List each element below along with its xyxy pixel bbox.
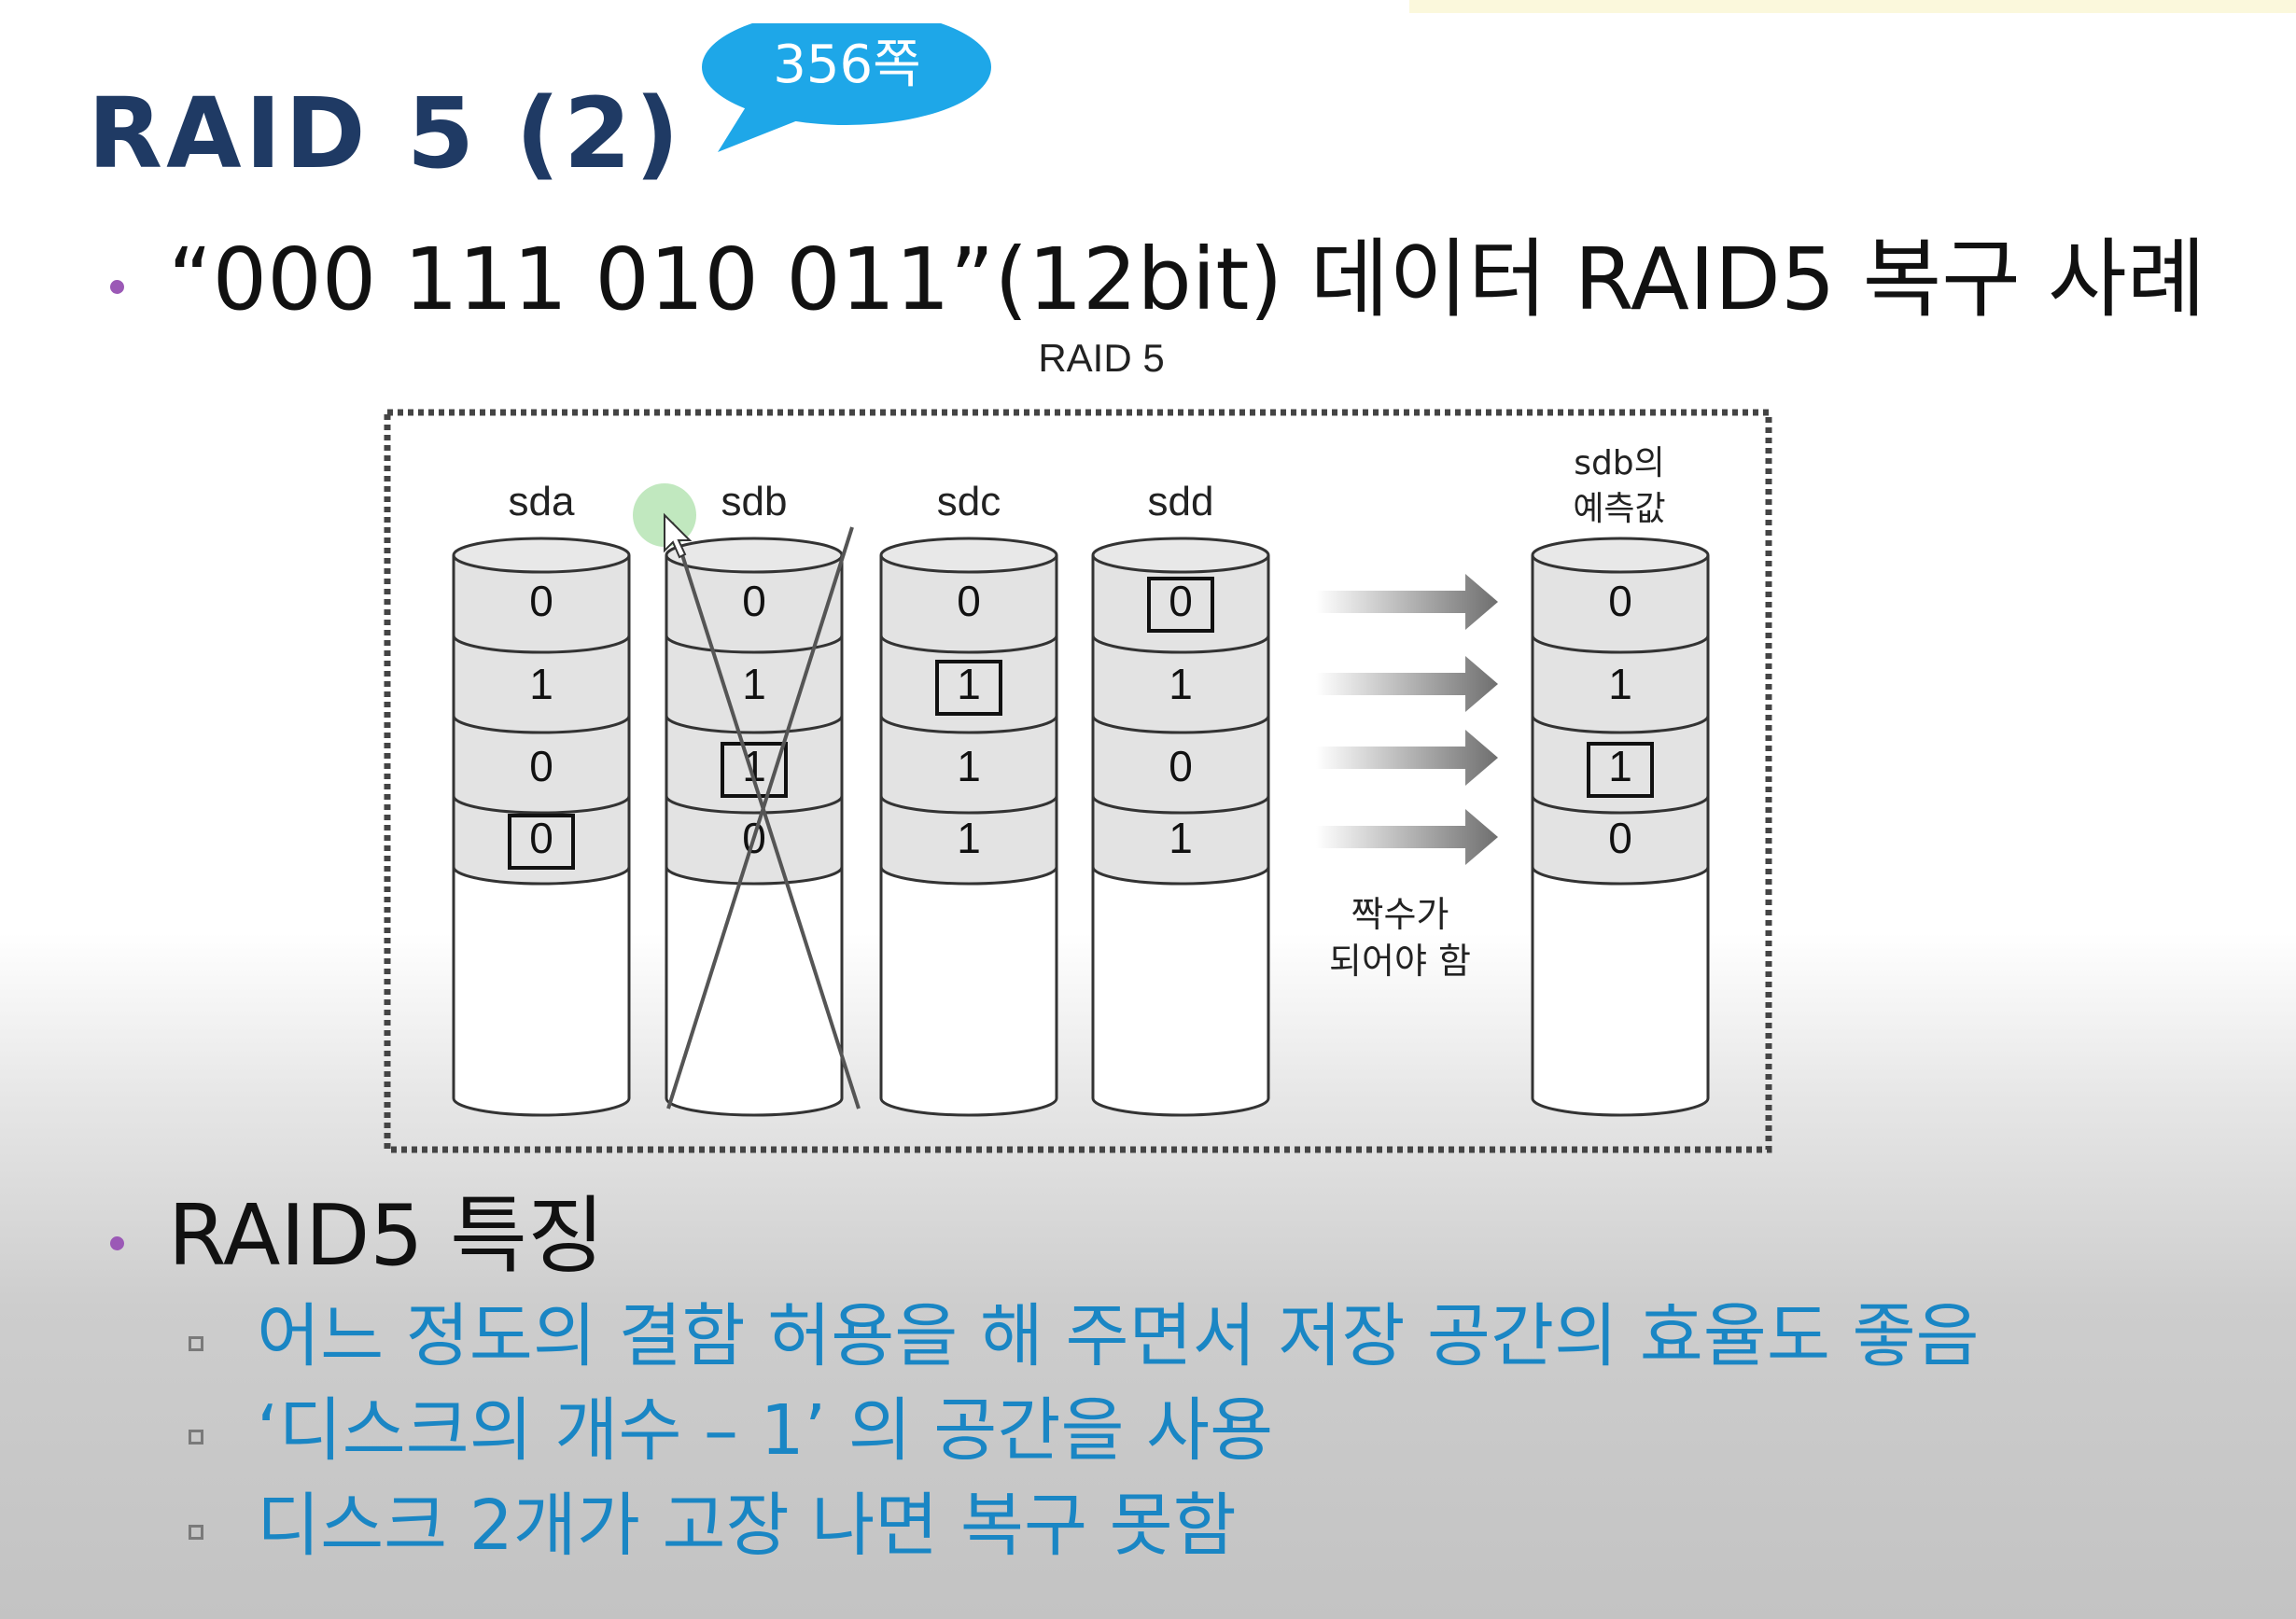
bit-value: 1 (957, 742, 981, 790)
arrow-icon (1316, 809, 1498, 865)
disk-segment-divider (665, 715, 844, 734)
disk-group: 0100sda0110sdb0111sdc0101sdd0110 (452, 479, 1710, 1117)
page-reference: 356쪽 (773, 35, 921, 95)
parity-box (1587, 742, 1654, 798)
mouse-cursor-icon (664, 512, 693, 559)
bit-value: 1 (742, 660, 766, 708)
bit-value: 0 (529, 742, 553, 790)
disk-sdc: 0 1 1 1 sdc (879, 479, 1058, 1117)
bit-value: 0 (957, 577, 981, 625)
disk-label: sdc (937, 479, 1001, 524)
predicted-label-line1: sdb의 (1574, 444, 1665, 482)
disk-segment-divider (1531, 635, 1710, 654)
disk-segment-divider (879, 635, 1058, 654)
arrow-icon (1316, 574, 1498, 630)
disk-data-area (454, 555, 629, 884)
bullet-raid5-features: RAID5 특징 (168, 1187, 605, 1285)
disk-label: sdb (721, 479, 788, 524)
disk-predicted: 0 1 1 0 (1531, 537, 1710, 1117)
disk-segment-divider (1091, 795, 1270, 815)
bit-value: 1 (1608, 742, 1632, 790)
disk-data-area (1093, 555, 1268, 884)
parity-box (721, 742, 788, 798)
disk-label: sdd (1148, 479, 1214, 524)
sub-bullet-marker (189, 1336, 203, 1351)
diagram-title: RAID 5 (1038, 336, 1164, 380)
parity-box (935, 660, 1002, 716)
bit-value: 1 (529, 660, 553, 708)
parity-box (1147, 577, 1214, 633)
disk-segment-divider (452, 715, 631, 734)
predicted-label-line2: 예측값 (1573, 490, 1665, 528)
bit-value: 1 (1169, 814, 1193, 862)
disk-segment-divider (879, 715, 1058, 734)
disk-segment-divider (1091, 635, 1270, 654)
arrow-icon (1316, 656, 1498, 712)
disk-sdd: 0 1 0 1 sdd (1091, 479, 1270, 1117)
sub-bullet-marker (189, 1525, 203, 1540)
bit-value: 0 (529, 814, 553, 862)
bit-value: 0 (529, 577, 553, 625)
failed-cross-line (670, 522, 861, 1110)
slide-title: RAID 5 (2) (88, 77, 683, 190)
disk-segment-divider (1091, 715, 1270, 734)
sub-bullet-two-disk-failure: 디스크 2개가 고장 나면 복구 못함 (257, 1486, 1237, 1566)
disk-label: sda (509, 479, 575, 524)
disk-top (1091, 537, 1270, 574)
bit-value: 1 (957, 660, 981, 708)
arrow-icon (1316, 730, 1498, 786)
bit-value: 1 (1608, 660, 1632, 708)
disk-data-area (1533, 555, 1708, 884)
disk-data-area (881, 555, 1057, 884)
disk-top (452, 537, 631, 574)
bit-value: 0 (1169, 577, 1193, 625)
disk-segment-divider (1531, 795, 1710, 815)
bullet-raid5-recovery-example: “000 111 010 011”(12bit) 데이터 RAID5 복구 사례 (168, 230, 2206, 329)
disk-segment-divider (665, 795, 844, 815)
disk-segment-divider (1531, 866, 1710, 886)
disk-segment-divider (1531, 715, 1710, 734)
failed-cross-line (666, 526, 854, 1110)
bit-value: 1 (1169, 660, 1193, 708)
disk-segment-divider (665, 866, 844, 886)
disk-top (879, 537, 1058, 574)
disk-sda: 0 1 0 0 sda (452, 479, 631, 1117)
disk-segment-divider (879, 866, 1058, 886)
bit-value: 0 (1608, 577, 1632, 625)
bit-value: 0 (1169, 742, 1193, 790)
bullet-dot (110, 1236, 124, 1250)
disk-segment-divider (452, 866, 631, 886)
disk-segment-divider (879, 795, 1058, 815)
disk-segment-divider (1091, 866, 1270, 886)
disk-top (1531, 537, 1710, 574)
arrow-note-line1: 짝수가 (1351, 894, 1449, 935)
top-highlight-strip (1409, 0, 2296, 13)
arrow-group (1316, 574, 1498, 865)
parity-box (508, 814, 575, 870)
arrow-note-line2: 되어야 함 (1329, 941, 1471, 982)
sub-bullet-capacity: ‘디스크의 개수 – 1’ 의 공간을 사용 (257, 1390, 1274, 1471)
diagram-frame (384, 409, 1772, 1153)
bullet-dot (110, 280, 124, 294)
sub-bullet-marker (189, 1430, 203, 1445)
disk-segment-divider (452, 795, 631, 815)
speech-bubble-icon (702, 23, 991, 152)
bit-value: 1 (957, 814, 981, 862)
bit-value: 0 (1608, 814, 1632, 862)
disk-segment-divider (665, 635, 844, 654)
bit-value: 0 (742, 577, 766, 625)
disk-segment-divider (452, 635, 631, 654)
disk-top (665, 537, 844, 574)
sub-bullet-fault-tolerance: 어느 정도의 결함 허용을 해 주면서 저장 공간의 효율도 좋음 (257, 1296, 1980, 1376)
disk-sdb: 0110sdb (665, 479, 861, 1117)
